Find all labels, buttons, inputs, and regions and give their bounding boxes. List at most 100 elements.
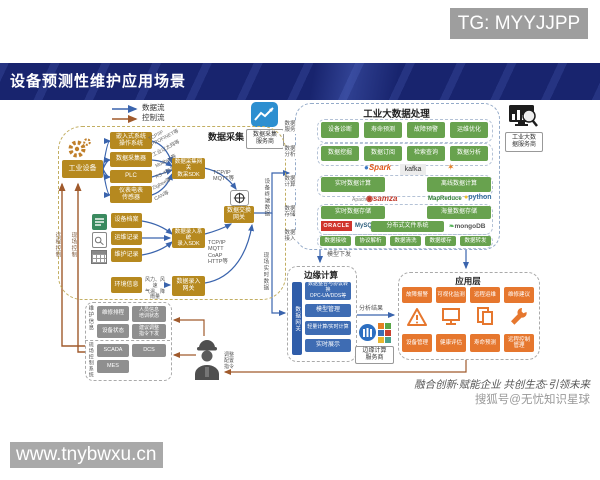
report-icon	[92, 232, 107, 248]
analysis-box: 检索查询	[407, 146, 445, 161]
record-box: 维护记录	[111, 248, 142, 262]
legend-control-flow-label: 控制流	[142, 113, 165, 122]
edge-provider-label: 边缘计算 服务商	[355, 346, 394, 364]
storage-box: 海量数据存储	[427, 206, 491, 219]
service-box: 设备诊断	[321, 122, 359, 138]
maint-box: 人员信息 培训状态	[132, 306, 166, 322]
device-box: 嵌入式系统 操作系统	[110, 132, 152, 149]
bigdata-layer-label: 数据 接入	[283, 230, 297, 243]
storage-box: 实时数据存储	[321, 206, 385, 219]
python-logo: ●python	[464, 194, 492, 201]
maint-label: 维护信息	[87, 305, 94, 331]
service-row-group	[317, 119, 493, 143]
app-box: 寿命预测	[470, 334, 500, 352]
record-box: 设备档案	[111, 213, 142, 228]
edge-box: 模型管理	[305, 304, 351, 317]
monitor-icon	[441, 306, 461, 326]
analysis-box: 数据挖掘	[321, 146, 359, 161]
app-box: 健康评估	[436, 334, 466, 352]
record-box: 运维记录	[111, 231, 142, 245]
env-detail-label: 风力、风速 气温、降雨量	[144, 277, 165, 301]
control-box: DCS	[132, 344, 166, 357]
bigdata-layer-label: 数据 分析	[283, 146, 297, 159]
analysis-box: 数据订阅	[364, 146, 402, 161]
app-box: 远程运维	[470, 287, 500, 303]
access-row-group	[317, 234, 493, 249]
model-down-label: 模型下发	[327, 252, 352, 258]
legend-data-flow-label: 数据流	[142, 103, 165, 112]
edge-box: 实时展示	[305, 339, 351, 352]
monitor-search-icon	[508, 104, 538, 130]
fs-box: 分布式文件系统	[371, 221, 444, 232]
apps-title: 应用层	[455, 276, 481, 286]
result-label: 分析结果	[359, 306, 384, 312]
edge-box: 轻量计算/实时计算	[305, 321, 351, 335]
bigdata-title: 工业大数据处理	[363, 109, 430, 120]
device-data-flow-label: 设备终端数据	[263, 178, 270, 217]
watermark: www.tnybwxu.cn	[10, 442, 163, 468]
entry-system-box: 数据录入系统 录入SDK	[172, 228, 205, 248]
app-box: 可视化监测	[436, 287, 466, 303]
warning-icon	[407, 307, 427, 327]
samza-logo: ◉samza	[366, 194, 398, 203]
equipment-box: 工业设备	[62, 160, 103, 178]
title-band: 设备预测性维护应用场景	[0, 63, 600, 100]
access-box: 数据转发	[460, 236, 491, 246]
service-box: 运维优化	[450, 122, 488, 138]
wrench-icon	[509, 307, 527, 327]
worker-icon	[193, 336, 221, 380]
access-box: 协议解析	[355, 236, 386, 246]
exchange-icon	[230, 190, 249, 206]
access-box: 数据接收	[320, 236, 351, 246]
edge-box: 数据整合与协议转换 OPC-UA/DDS等	[305, 282, 351, 300]
bigdata-layer-label: 数据 服务	[283, 121, 297, 134]
bigdata-layer-label: 数据 计算	[283, 176, 297, 189]
env-box: 环境信息	[111, 277, 142, 293]
worker-note-label: 调整 配置 指令	[224, 352, 235, 370]
footer-account: 搜狐号@无忧知识星球	[474, 394, 590, 406]
service-box: 故障预警	[407, 122, 445, 138]
table-icon	[91, 250, 107, 264]
compute-row-group	[317, 175, 493, 197]
remote-control-label: 远程控制	[54, 232, 61, 258]
mysql-logo: MySQL	[355, 223, 376, 229]
compute-box: 离线数据计算	[427, 177, 491, 192]
mapreduce-logo: MapReduce	[428, 196, 462, 202]
control-box: SCADA	[97, 344, 129, 357]
control-box: MES	[97, 360, 129, 373]
app-box: 远程控制 管理	[504, 334, 534, 352]
app-box: 故障报警	[402, 287, 432, 303]
edge-title: 边缘计算	[303, 270, 338, 280]
analysis-box: 数据分析	[450, 146, 488, 161]
device-box: 仪表电表 传感器	[110, 186, 152, 203]
access-box: 数据清洗	[390, 236, 421, 246]
edge-provider-icon	[359, 324, 376, 341]
document-icon	[92, 214, 107, 230]
maint-box: 维修排程	[97, 306, 129, 321]
app-box: 设备管理	[402, 334, 432, 352]
bigdata-provider-label: 工业大数 据服务商	[505, 132, 543, 152]
color-grid-icon	[378, 323, 392, 343]
mongodb-logo: ❧mongoDB	[449, 223, 486, 230]
app-box: 维修建议	[504, 287, 534, 303]
spark-logo: ●Spark	[364, 163, 392, 172]
site-data-flow-label: 现场实时数据	[262, 252, 269, 291]
entry-gateway-box: 数据录入 网关	[172, 276, 205, 296]
flower-logo: ✶	[447, 162, 455, 172]
access-box: 数据缓存	[425, 236, 456, 246]
site-control-label: 现场控制	[70, 232, 77, 258]
apache-logo: Apache	[352, 197, 369, 203]
footer-slogan: 融合创新·赋能企业 共创生态·引领未来	[414, 380, 590, 391]
device-box: 数据采集器	[110, 152, 152, 167]
edge-bar: 数据网关	[292, 282, 302, 355]
maint-box: 设备状态	[97, 324, 129, 338]
protocol-up-label: TCP/IP MQTT等	[213, 170, 235, 183]
device-box: PLC	[110, 170, 152, 183]
field-control-label: 现场控制系统	[87, 342, 94, 378]
service-box: 寿命预测	[364, 122, 402, 138]
bigdata-layer-label: 数据 存储	[283, 206, 297, 219]
chart-icon	[251, 102, 278, 127]
tg-badge: TG: MYYJJPP	[450, 8, 588, 39]
page-title: 设备预测性维护应用场景	[10, 73, 187, 90]
mobile-docs-icon	[475, 306, 495, 326]
